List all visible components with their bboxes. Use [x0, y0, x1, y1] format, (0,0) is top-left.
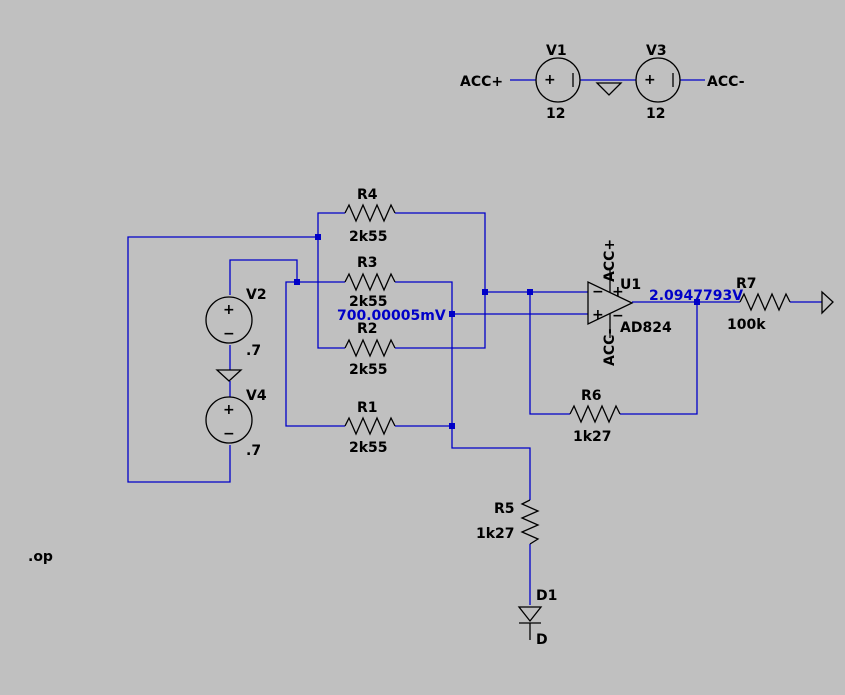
resistor-r5[interactable]: R5 1k27 [476, 499, 540, 545]
v1-value: 12 [546, 106, 565, 122]
resistor-icon [344, 203, 396, 223]
r3-name: R3 [357, 255, 378, 271]
supply-pin-plus: + [612, 284, 624, 300]
v2-name: V2 [246, 287, 267, 303]
resistor-r3[interactable]: R3 2k55 [344, 255, 396, 310]
net-label-acc-pos[interactable]: ACC+ [460, 74, 503, 90]
r1-value: 2k55 [349, 440, 388, 456]
junction-dot [294, 279, 300, 285]
minus-sign: − [223, 326, 235, 342]
v4-name: V4 [246, 388, 267, 404]
minus-sign: − [223, 426, 235, 442]
r4-name: R4 [357, 187, 378, 203]
voltage-source-icon [535, 57, 581, 103]
net-label-acc-neg[interactable]: ACC- [602, 328, 618, 366]
v3-name: V3 [646, 43, 667, 59]
voltage-source-icon [635, 57, 681, 103]
r5-value: 1k27 [476, 526, 515, 542]
junctions [294, 234, 700, 429]
plus-sign: + [223, 302, 235, 318]
opamp-icon [587, 280, 634, 326]
junction-dot [449, 311, 455, 317]
resistor-r1[interactable]: R1 2k55 [344, 400, 396, 456]
wire[interactable] [317, 237, 345, 349]
wire[interactable] [395, 425, 531, 500]
plus-sign: + [644, 72, 656, 88]
plus-sign: + [544, 72, 556, 88]
diode-icon [517, 606, 543, 640]
junction-dot [527, 289, 533, 295]
wire[interactable] [529, 292, 570, 415]
r2-name: R2 [357, 321, 378, 337]
u1-name: U1 [620, 277, 641, 293]
wire[interactable] [395, 292, 486, 349]
net-label-acc-pos[interactable]: ACC+ [602, 239, 618, 282]
wire[interactable] [229, 259, 298, 295]
d1-name: D1 [536, 588, 557, 604]
voltage-source-v1[interactable]: + V1 12 [535, 43, 581, 122]
resistor-r6[interactable]: R6 1k27 [569, 388, 621, 445]
resistor-icon [344, 416, 396, 436]
resistor-icon [569, 404, 621, 424]
voltage-source-icon [205, 296, 253, 344]
ground-icon [215, 369, 243, 382]
wire[interactable] [395, 212, 486, 292]
v1-name: V1 [546, 43, 567, 59]
output-port-icon[interactable] [821, 290, 834, 315]
opamp-u1[interactable]: − + + − ACC+ ACC- U1 AD824 [587, 239, 672, 366]
plus-sign: + [223, 402, 235, 418]
r6-name: R6 [581, 388, 602, 404]
resistor-r7[interactable]: R7 100k [727, 276, 791, 333]
r7-name: R7 [736, 276, 757, 292]
resistor-icon [344, 272, 396, 292]
junction-dot [315, 234, 321, 240]
probe-noninverting-voltage: 700.00005mV [337, 308, 446, 324]
wire[interactable] [127, 236, 318, 483]
probe-output-voltage: 2.0947793V [649, 288, 743, 304]
net-label-acc-neg[interactable]: ACC- [707, 74, 745, 90]
r6-value: 1k27 [573, 429, 612, 445]
r2-value: 2k55 [349, 362, 388, 378]
junction-dot [482, 289, 488, 295]
v4-value: .7 [246, 443, 261, 459]
u1-model: AD824 [620, 320, 672, 336]
voltage-source-v4[interactable]: + − V4 .7 [205, 388, 267, 459]
resistor-icon [344, 338, 396, 358]
v2-value: .7 [246, 343, 261, 359]
ground-icon [595, 82, 623, 96]
wire[interactable] [285, 281, 345, 427]
noninverting-input-sign: + [592, 307, 604, 323]
diode-d1[interactable]: D1 D [517, 588, 557, 648]
spice-directive-op[interactable]: .op [28, 549, 53, 565]
wires [127, 79, 822, 605]
wire[interactable] [620, 302, 698, 415]
wire[interactable] [317, 212, 345, 237]
r5-name: R5 [494, 501, 515, 517]
resistor-icon [739, 292, 791, 312]
inverting-input-sign: − [592, 284, 604, 300]
wire[interactable] [395, 281, 453, 426]
v3-value: 12 [646, 106, 665, 122]
r1-name: R1 [357, 400, 378, 416]
supply-pin-minus: − [612, 308, 624, 324]
resistor-icon [520, 499, 540, 545]
resistor-r4[interactable]: R4 2k55 [344, 187, 396, 245]
r7-value: 100k [727, 317, 766, 333]
r3-value: 2k55 [349, 294, 388, 310]
junction-dot [449, 423, 455, 429]
voltage-source-v2[interactable]: + − V2 .7 [205, 287, 267, 359]
voltage-source-v3[interactable]: + V3 12 [635, 43, 681, 122]
resistor-r2[interactable]: R2 2k55 [344, 321, 396, 378]
junction-dot [694, 299, 700, 305]
voltage-source-icon [205, 396, 253, 444]
r4-value: 2k55 [349, 229, 388, 245]
d1-model: D [536, 632, 548, 648]
